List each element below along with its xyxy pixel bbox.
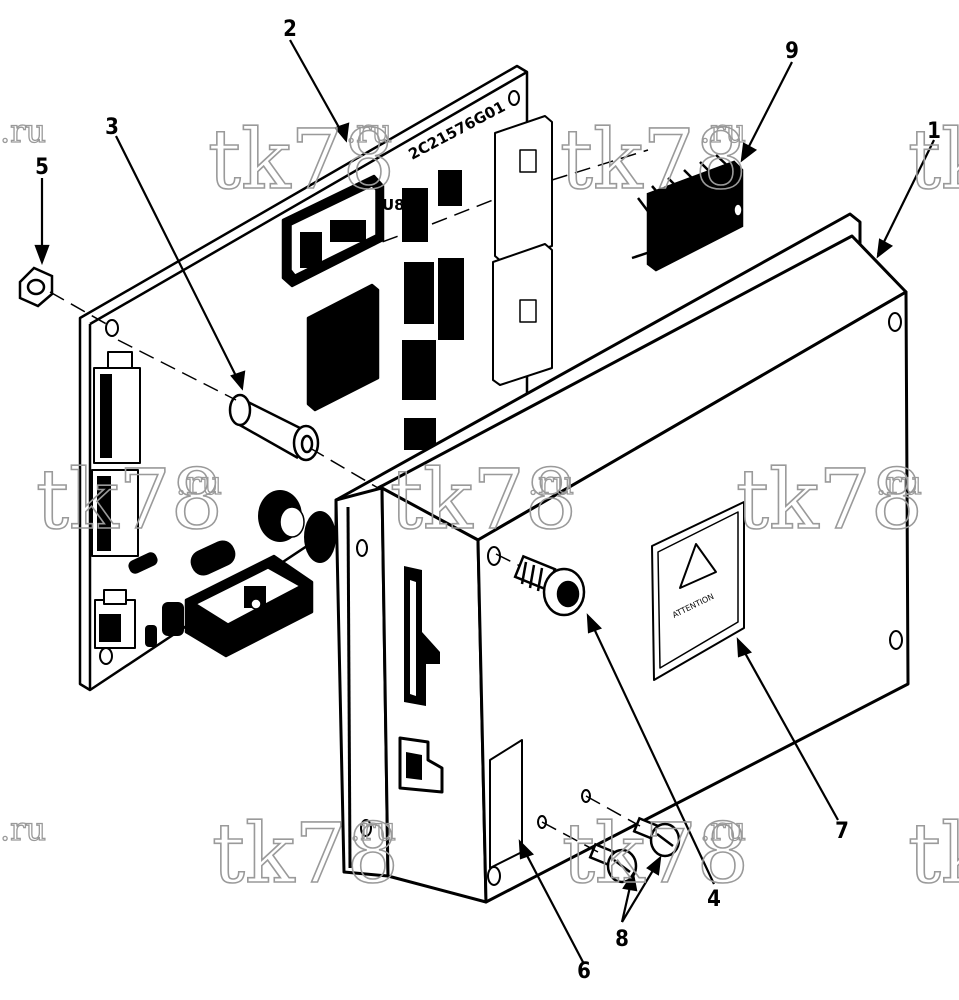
watermark-suffix: .ru [528, 464, 574, 502]
callout-9: 9 [785, 39, 799, 64]
watermark-main: tk78 [736, 453, 923, 548]
callout-4: 4 [707, 887, 721, 912]
assembly-lines [49, 149, 649, 853]
callout-7: 7 [835, 819, 849, 844]
callout-8: 8 [615, 927, 629, 952]
watermark-main: tk78 [562, 807, 749, 902]
watermark-suffix: .ru [176, 464, 222, 502]
standoff-spacer [228, 393, 320, 462]
hex-nut [18, 266, 54, 308]
watermark-main: tk78 [390, 453, 577, 548]
watermark-suffix: .ru [876, 464, 922, 502]
watermarks: .ru tk78 .ru tk78 .ru tk78 tk78 .ru tk78… [0, 111, 959, 902]
circuit-board [78, 64, 553, 692]
watermark-main: tk78 [908, 113, 959, 208]
watermark-suffix: .ru [700, 112, 746, 150]
connector-header [631, 154, 744, 272]
callout-3: 3 [105, 115, 119, 140]
watermark-main: tk78 [36, 453, 223, 548]
watermark-main: tk78 [208, 113, 395, 208]
callout-6: 6 [577, 959, 591, 984]
chip-designator: U8 [382, 196, 405, 214]
watermark-suffix: .ru [0, 112, 46, 150]
small-screws [588, 816, 681, 884]
leader-lines [34, 39, 935, 965]
callout-5: 5 [35, 155, 49, 180]
cap-screw [513, 554, 586, 617]
callout-1: 1 [927, 119, 941, 144]
watermark-suffix: .ru [346, 112, 392, 150]
watermark-main: tk78 [908, 807, 959, 902]
watermark-suffix: .ru [700, 810, 746, 848]
watermark-suffix: .ru [0, 810, 46, 848]
watermark-suffix: .ru [350, 810, 396, 848]
enclosure-cover [334, 212, 910, 904]
watermark-main: tk78 [560, 113, 747, 208]
callout-2: 2 [283, 17, 297, 42]
watermark-main: tk78 [212, 807, 399, 902]
